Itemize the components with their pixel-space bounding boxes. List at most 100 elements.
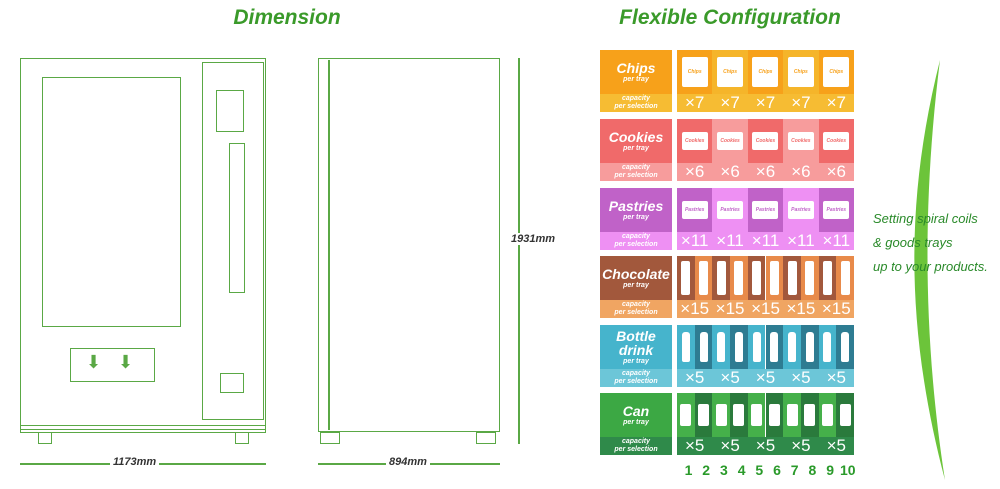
column-number: 4 — [737, 462, 746, 478]
per-selection-label: per selection — [614, 309, 658, 316]
side-width-label: 894mm — [386, 456, 430, 468]
capacity-label: capacity — [621, 164, 651, 171]
bottle-icon — [717, 332, 726, 362]
swoosh-decoration — [914, 60, 945, 480]
product-icon — [821, 404, 833, 426]
bottle-icon — [841, 332, 850, 362]
capacity-value: ×11 — [747, 232, 784, 250]
tray-slot — [730, 256, 748, 300]
column-number: 7 — [790, 462, 799, 478]
product-icon — [716, 261, 726, 295]
capacity-value: ×15 — [677, 300, 713, 318]
bottle-icon — [823, 332, 832, 362]
tray-slot — [818, 393, 837, 437]
tagline-line-2: & goods trays — [873, 235, 953, 250]
tray-slot — [694, 325, 713, 369]
capacity-value: ×15 — [747, 300, 784, 318]
product-icon: Chips — [752, 57, 779, 87]
product-icon: Pastries — [681, 201, 708, 219]
per-tray-label: per tray — [623, 418, 649, 426]
product-icon: Cookies — [823, 132, 850, 150]
product-name: Bottle drink — [616, 327, 656, 358]
product-icon: Cookies — [717, 132, 744, 150]
product-icon: Pastries — [823, 201, 850, 219]
per-tray-label: per tray — [623, 75, 649, 83]
capacity-value: ×11 — [783, 232, 819, 250]
config-title: Flexible Configuration — [619, 6, 841, 29]
column-number: 6 — [773, 462, 781, 478]
bottle-icon — [805, 332, 814, 362]
tray-slot: Chips — [677, 50, 713, 94]
bottle-icon — [699, 332, 708, 362]
capacity-value: ×7 — [783, 94, 819, 112]
product-icon — [734, 261, 744, 295]
tray-slot — [677, 325, 695, 369]
product-icon — [715, 404, 727, 426]
tray-slot — [836, 325, 854, 369]
product-icon — [787, 261, 797, 295]
column-number: 8 — [808, 462, 817, 478]
capacity-value: ×6 — [712, 163, 748, 181]
capacity-value: ×6 — [677, 163, 713, 181]
front-width-label: 1173mm — [110, 456, 160, 468]
per-selection-label: per selection — [614, 446, 658, 453]
product-icon — [839, 404, 851, 426]
tray-slot: Chips — [818, 50, 854, 94]
tray-slot — [747, 393, 766, 437]
tray-slot — [712, 256, 731, 300]
product-icon — [768, 404, 780, 426]
capacity-value: ×7 — [677, 94, 713, 112]
bottle-icon — [752, 332, 761, 362]
capacity-label: capacity — [621, 438, 651, 445]
tray-slot — [765, 325, 784, 369]
product-icon: Cookies — [787, 132, 814, 150]
tray-slot: Pastries — [818, 188, 854, 232]
capacity-value: ×11 — [677, 232, 713, 250]
tray-slot: Pastries — [677, 188, 713, 232]
tray-slot — [747, 325, 766, 369]
dimension-title: Dimension — [233, 6, 341, 29]
capacity-value: ×5 — [747, 437, 784, 455]
capacity-value: ×5 — [783, 369, 819, 387]
capacity-value: ×7 — [818, 94, 854, 112]
product-icon — [681, 261, 691, 295]
tray-slot — [765, 256, 784, 300]
per-selection-label: per selection — [614, 241, 658, 248]
capacity-value: ×11 — [712, 232, 748, 250]
capacity-label: capacity — [621, 95, 651, 102]
product-icon: Cookies — [752, 132, 779, 150]
per-tray-label: per tray — [623, 144, 649, 152]
tray-slot — [800, 393, 819, 437]
tray-slot — [836, 256, 854, 300]
capacity-value: ×7 — [747, 94, 784, 112]
tray-slot — [677, 393, 695, 437]
product-name: Can — [622, 402, 650, 419]
tray-slot — [818, 325, 837, 369]
tray-slot — [783, 256, 801, 300]
column-number: 5 — [755, 462, 764, 478]
tray-slot — [800, 325, 819, 369]
height-label: 1931mm — [508, 233, 559, 245]
tray-slot — [765, 393, 784, 437]
product-icon — [805, 261, 815, 295]
product-icon — [698, 404, 710, 426]
bottle-icon — [770, 332, 779, 362]
capacity-value: ×7 — [712, 94, 748, 112]
product-icon — [769, 261, 779, 295]
tray-slot — [800, 256, 819, 300]
column-number: 10 — [840, 462, 856, 478]
tagline-line-1: Setting spiral coils — [873, 211, 978, 226]
product-icon — [752, 261, 762, 295]
capacity-value: ×5 — [818, 437, 854, 455]
per-selection-label: per selection — [614, 103, 658, 110]
bottle-icon — [681, 332, 690, 362]
tray-slot — [712, 325, 731, 369]
capacity-value: ×5 — [818, 369, 854, 387]
capacity-value: ×5 — [677, 369, 713, 387]
